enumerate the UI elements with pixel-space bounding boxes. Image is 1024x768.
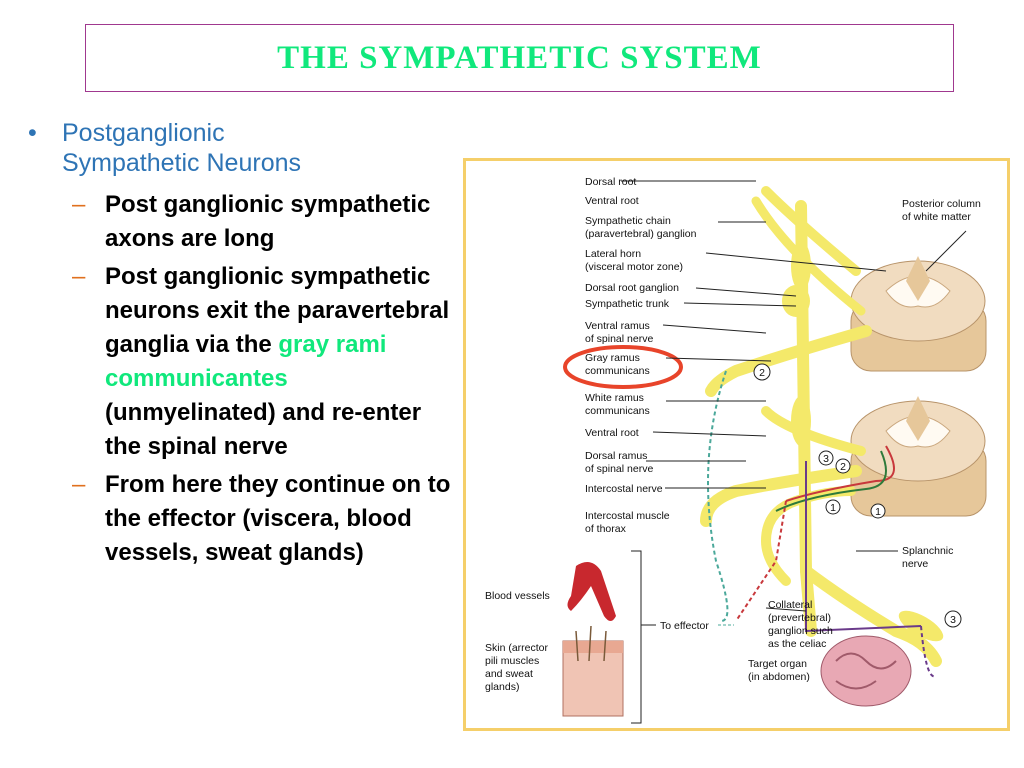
sub-bullet-text-before: Post ganglionic sympathetic neurons exit… [105,263,450,358]
spinal-cord-lower [850,396,987,517]
label-intercostal-muscle-sub: of thorax [585,523,627,535]
sub-bullet-2: – Post ganglionic sympathetic neurons ex… [72,260,457,464]
sub-bullet-3: – From here they continue on to the effe… [72,468,457,570]
label-ventral-root: Ventral root [585,195,639,207]
leader-lines [621,180,967,665]
label-skin: Skin (arrector [485,642,549,654]
dash-marker: – [72,263,86,290]
label-collateral-4: as the celiac [768,638,826,650]
sub-bullet-text: Post ganglionic sympathetic axons are lo… [105,191,431,252]
label-sympathetic-chain-sub: (paravertebral) ganglion [585,228,697,240]
left-labels: Dorsal root Ventral root Sympathetic cha… [585,176,697,535]
slide-title: THE SYMPATHETIC SYSTEM [277,39,762,76]
anatomy-figure: 2 3 2 1 1 3 [463,158,1010,731]
marker-two: 2 [840,461,846,473]
heading-line-2: Sympathetic Neurons [62,149,302,177]
marker-one: 1 [830,502,836,514]
label-skin-4: glands) [485,681,519,693]
sympathetic-diagram: 2 3 2 1 1 3 [485,176,987,724]
label-splanchnic: Splanchnic [902,545,953,557]
label-dorsal-ramus: Dorsal ramus [585,450,647,462]
spinal-cord-upper [850,256,987,372]
step-markers: 2 3 2 1 1 3 [753,363,962,628]
label-gray-ramus: Gray ramus [585,352,640,364]
label-skin-3: and sweat [485,668,533,680]
sub-bullet-1: – Post ganglionic sympathetic axons are … [72,188,457,256]
label-intercostal-muscle: Intercostal muscle [585,510,670,522]
effector-group: To effector Blood vessels Skin (arrector… [485,550,734,724]
label-intercostal-nerve: Intercostal nerve [585,483,663,495]
sub-bullet-text-after: (unmyelinated) and re-enter the spinal n… [105,399,422,460]
label-sympathetic-chain: Sympathetic chain [585,215,671,227]
label-target-organ: Target organ [748,658,807,670]
label-collateral: Collateral [768,599,812,611]
marker-three: 3 [823,453,829,465]
label-ventral-root-bottom: Ventral root [585,427,639,439]
marker-two: 2 [759,367,765,379]
label-ventral-ramus-sub: of spinal nerve [585,333,653,345]
label-skin-2: pili muscles [485,655,539,667]
label-dorsal-root: Dorsal root [585,176,636,188]
label-dorsal-ramus-sub: of spinal nerve [585,463,653,475]
gray-ramus-highlight-circle [563,345,683,389]
dash-marker: – [72,471,86,498]
sub-bullets: – Post ganglionic sympathetic axons are … [22,188,457,570]
neuron-traces [707,370,937,678]
title-box: THE SYMPATHETIC SYSTEM [85,24,954,92]
marker-three: 3 [950,614,956,626]
label-to-effector: To effector [660,620,709,632]
label-sympathetic-trunk: Sympathetic trunk [585,298,670,310]
label-white-ramus-sub: communicans [585,405,650,417]
gray-rami-highlight: gray rami communicantes [105,331,387,392]
label-white-ramus: White ramus [585,392,644,404]
heading-line-1: Postganglionic [62,119,225,147]
nerve-paths [700,186,944,667]
label-lateral-horn: Lateral horn [585,248,641,260]
dash-marker: – [72,191,86,218]
label-collateral-3: ganglion such [768,625,833,637]
bullet-heading: • Postganglionic Sympathetic Neurons [22,118,457,178]
label-splanchnic-sub: nerve [902,558,928,570]
label-ventral-ramus: Ventral ramus [585,320,650,332]
blood-vessel-image [567,562,616,621]
label-blood-vessels: Blood vessels [485,590,550,602]
label-posterior-column: Posterior column [902,198,981,210]
sub-bullet-text: From here they continue on to the effect… [105,471,451,566]
label-lateral-horn-sub: (visceral motor zone) [585,261,683,273]
bullet-dot: • [28,119,37,147]
label-collateral-2: (prevertebral) [768,612,831,624]
label-dorsal-root-ganglion: Dorsal root ganglion [585,282,679,294]
label-gray-ramus-sub: communicans [585,365,650,377]
right-labels: Posterior column of white matter Splanch… [748,198,981,683]
bullet-list: • Postganglionic Sympathetic Neurons – P… [22,118,457,574]
skin-image [562,640,624,717]
label-target-organ-sub: (in abdomen) [748,671,810,683]
label-posterior-column-sub: of white matter [902,211,971,223]
marker-one: 1 [875,506,881,518]
intestine-image [820,635,912,707]
